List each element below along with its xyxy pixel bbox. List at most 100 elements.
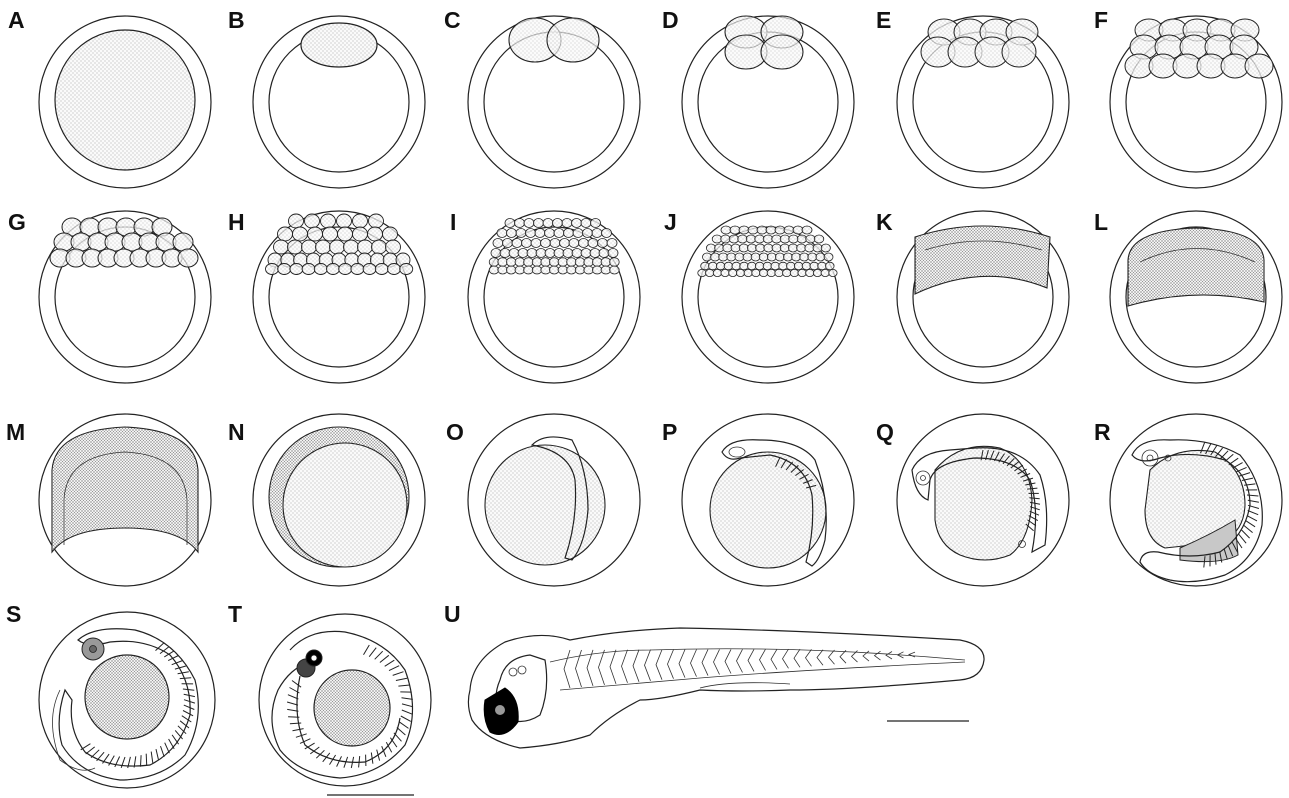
- blastomere: [498, 266, 508, 274]
- blastomere: [793, 226, 803, 234]
- blastoderm: [52, 427, 198, 552]
- blastomere: [757, 226, 767, 234]
- blastomere: [821, 244, 830, 252]
- blastomere: [761, 35, 803, 69]
- lens: [495, 705, 505, 715]
- somite: [183, 689, 194, 690]
- somite: [184, 705, 195, 709]
- blastomere: [759, 269, 767, 276]
- blastomeres: [50, 218, 198, 267]
- somite: [393, 672, 404, 676]
- blastomere: [173, 233, 193, 251]
- blastomere: [536, 249, 546, 258]
- blastomere: [288, 240, 303, 254]
- blastomere: [506, 258, 516, 267]
- blastomere: [558, 258, 568, 267]
- panel-label-D: D: [662, 7, 679, 33]
- myotome: [829, 650, 835, 664]
- eye: [916, 471, 930, 485]
- yolk: [484, 227, 624, 367]
- blastomere: [351, 264, 364, 275]
- blastomere: [289, 214, 304, 228]
- blastomere: [522, 239, 532, 248]
- panel-label-C: C: [444, 7, 461, 33]
- blastomere: [610, 258, 620, 267]
- somite: [369, 648, 376, 657]
- myotomes: [564, 649, 915, 688]
- blastodisc: [301, 23, 377, 67]
- panel-B: B: [228, 7, 425, 188]
- somite: [1239, 534, 1246, 543]
- panel-Q: Q: [876, 414, 1069, 586]
- blastomere: [541, 258, 551, 267]
- blastomere: [813, 269, 821, 276]
- somite: [399, 722, 408, 729]
- blastoderm: [915, 226, 1050, 294]
- blastomere: [515, 258, 525, 267]
- blastomere: [1002, 37, 1036, 67]
- blastomere: [308, 227, 323, 241]
- blastomere: [509, 249, 519, 258]
- somite: [389, 666, 399, 671]
- blastomere: [369, 214, 384, 228]
- panel-S: S: [6, 601, 215, 788]
- blastomere: [278, 264, 291, 275]
- blastomere: [489, 266, 499, 274]
- somite: [1246, 521, 1256, 527]
- panel-L: L: [1094, 209, 1282, 383]
- blastomere: [549, 266, 559, 274]
- somite: [380, 655, 389, 662]
- blastomere: [524, 266, 534, 274]
- blastomere: [590, 249, 600, 258]
- panel-label-B: B: [228, 7, 245, 33]
- blastomere: [302, 240, 317, 254]
- myotome: [886, 652, 892, 660]
- blastomere: [810, 262, 819, 270]
- blastomere: [701, 262, 710, 270]
- blastomere: [736, 269, 744, 276]
- somite: [385, 660, 395, 666]
- blastomere: [818, 262, 827, 270]
- blastomere: [358, 240, 373, 254]
- eye: [1142, 450, 1158, 466]
- panel-R: R: [1094, 414, 1282, 586]
- blastomere: [602, 229, 612, 238]
- blastomere: [375, 264, 388, 275]
- blastomere: [721, 269, 729, 276]
- blastomere: [491, 249, 501, 258]
- somite: [180, 678, 191, 679]
- blastomere: [547, 18, 599, 62]
- myotome: [622, 650, 628, 683]
- blastomere: [515, 266, 525, 274]
- blastomere: [608, 249, 618, 258]
- blastomere: [743, 253, 752, 261]
- blastomere: [703, 253, 712, 261]
- egg-cell: [55, 30, 195, 170]
- blastomere: [759, 253, 768, 261]
- blastomere: [783, 269, 791, 276]
- blastomere: [581, 219, 591, 228]
- blastomere: [526, 229, 536, 238]
- blastomere: [321, 214, 336, 228]
- blastomere: [178, 249, 198, 267]
- somite: [1225, 454, 1234, 461]
- somite: [165, 743, 170, 754]
- myotome: [645, 650, 651, 681]
- somite: [293, 729, 304, 731]
- lens: [921, 476, 926, 481]
- somite: [1233, 463, 1243, 469]
- blastomere: [563, 249, 573, 258]
- blastomere: [730, 226, 740, 234]
- blastomere: [388, 264, 401, 275]
- fin-fold-line: [700, 683, 790, 688]
- panel-C: C: [444, 7, 640, 188]
- blastomere: [735, 253, 744, 261]
- blastomere: [372, 240, 387, 254]
- blastomere: [337, 214, 352, 228]
- blastomere: [293, 227, 308, 241]
- blastomere: [766, 226, 776, 234]
- blastomere: [498, 258, 508, 267]
- blastomere: [808, 253, 817, 261]
- myotome: [656, 650, 662, 680]
- somite: [169, 739, 175, 749]
